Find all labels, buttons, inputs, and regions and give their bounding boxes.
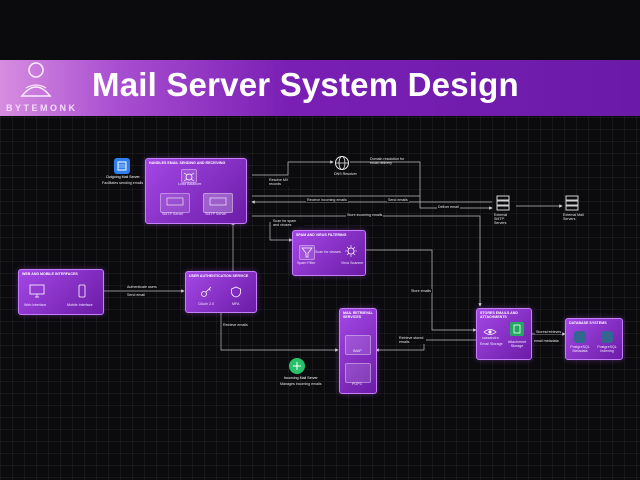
mail-retrieval-box: Mail Retrieval Services IMAP POP3	[339, 308, 377, 394]
pg-indexing-label: PostgreSQL Indexing	[597, 345, 617, 353]
store-incoming-label: Store incoming emails	[346, 213, 384, 217]
send-emails-label: Send emails	[387, 198, 409, 202]
auth-service-title: User Authentication Service	[189, 274, 249, 278]
imap-server	[345, 335, 371, 355]
authenticate-label: Authenticate users	[126, 285, 158, 289]
dns-globe-icon	[334, 155, 350, 171]
shield-icon	[230, 285, 242, 298]
attachment-storage-icon	[510, 322, 524, 336]
email-sending-receiving-box: Handles Email Sending and Receiving Load…	[145, 158, 247, 224]
virus-scanner-label: Virus Scanner	[341, 261, 364, 265]
storage-title: Stores Emails and Attachments	[480, 311, 518, 319]
database-systems-title: Database Systems	[569, 321, 607, 325]
spam-filter-label: Spam Filter	[297, 261, 316, 265]
spam-virus-filter-box: Spam and Virus Filtering Spam Filter Sca…	[292, 230, 366, 276]
smtp-server-1-label: SMTP Server	[162, 212, 184, 216]
outgoing-server-icon	[114, 158, 130, 174]
web-mobile-title: Web and Mobile Interfaces	[22, 272, 78, 276]
receive-incoming-label: Receive incoming emails	[306, 198, 348, 202]
pop3-label: POP3	[352, 382, 362, 386]
email-metadata-label: email metadata	[533, 339, 560, 343]
load-balancer-icon	[183, 172, 195, 182]
incoming-server-icon	[289, 358, 305, 374]
key-icon	[200, 285, 212, 297]
web-mobile-box: Web and Mobile Interfaces Web Interface …	[18, 269, 104, 315]
auth-service-box: User Authentication Service OAuth 2.0 MF…	[185, 271, 257, 313]
retrieve-emails-label: Retrieve emails	[222, 323, 249, 327]
external-smtp-label: External SMTP Servers	[494, 213, 508, 226]
external-smtp-server-icon	[494, 194, 512, 212]
smtp-server-2	[203, 193, 233, 213]
monitor-icon	[29, 284, 45, 298]
stores-retrieves-label: Stores/retrieves	[535, 330, 563, 334]
web-interface-label: Web Interface	[24, 303, 47, 307]
database-systems-box: Database Systems PostgreSQL Metadata Pos…	[565, 318, 623, 360]
external-mail-label: External Mail Servers	[563, 213, 584, 222]
oauth-label: OAuth 2.0	[198, 302, 215, 306]
page-title: Mail Server System Design	[92, 66, 519, 103]
server-icon	[209, 197, 227, 206]
monk-logo-icon	[16, 58, 56, 102]
spam-filter	[299, 245, 315, 260]
server-icon	[166, 197, 184, 206]
email-sending-receiving-title: Handles Email Sending and Receiving	[149, 161, 226, 165]
smtp-server-1	[160, 193, 190, 213]
pop3-server	[345, 363, 371, 383]
retrieve-stored-label: Retrieve stored emails	[398, 336, 426, 344]
store-emails-label: Store emails	[410, 289, 432, 293]
load-balancer	[181, 169, 197, 183]
incoming-server-label: Incoming Mail Server	[284, 376, 318, 380]
pg-metadata-label: PostgreSQL Metadata	[570, 345, 590, 353]
filter-icon	[301, 247, 313, 258]
outgoing-server-label: Outgoing Mail Server	[106, 175, 140, 179]
spam-virus-filter-title: Spam and Virus Filtering	[296, 233, 347, 237]
mail-retrieval-title: Mail Retrieval Services	[343, 311, 373, 319]
dns-label: DNS Resolver	[334, 172, 357, 176]
outgoing-server-desc: Facilitates sending emails	[102, 181, 144, 185]
scan-spam-label: Scan for spam and viruses	[272, 219, 304, 227]
scan-viruses-label: Scan for viruses	[315, 250, 341, 254]
postgres-elephant-icon-2	[601, 331, 613, 343]
attachment-storage-label: Attachment Storage	[507, 340, 527, 348]
postgres-elephant-icon	[574, 331, 586, 343]
title-banner	[0, 60, 640, 116]
send-email-label: Send email	[126, 293, 146, 297]
grid-background	[0, 105, 640, 480]
load-balancer-label: Load Balancer	[178, 182, 202, 186]
cassandra-eye-icon	[483, 324, 497, 335]
mobile-icon	[77, 284, 87, 298]
external-mail-server-icon	[563, 194, 581, 212]
resolve-mx-label: Resolve MX records	[268, 178, 292, 186]
virus-icon	[344, 244, 358, 258]
mfa-label: MFA	[232, 302, 240, 306]
email-storage-label: Email Storage	[480, 342, 503, 346]
incoming-server-desc: Manages incoming emails	[280, 382, 322, 386]
logo-text: BYTEMONK	[6, 103, 78, 113]
deliver-email-label: Deliver email	[437, 205, 460, 209]
smtp-server-2-label: SMTP Server	[205, 212, 227, 216]
cassandra-label: cassandra	[482, 336, 499, 340]
dns-desc: Domain resolution for email delivery	[370, 157, 405, 166]
imap-label: IMAP	[353, 349, 362, 353]
mobile-interface-label: Mobile Interface	[67, 303, 93, 307]
storage-box: Stores Emails and Attachments cassandra …	[476, 308, 532, 360]
